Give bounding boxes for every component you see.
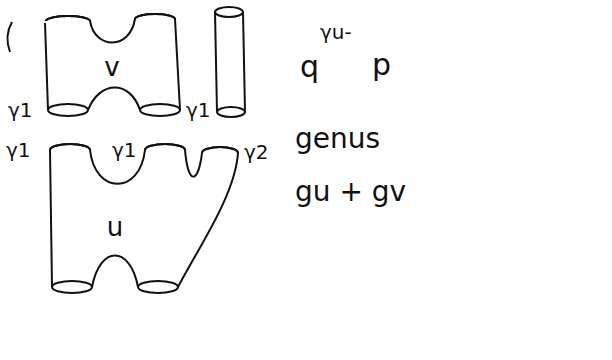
cylinder bbox=[215, 7, 245, 117]
boundary-circle bbox=[46, 14, 180, 110]
surface-outline bbox=[30, 135, 260, 310]
region-label: v bbox=[104, 54, 119, 80]
surface-region: v bbox=[40, 5, 190, 125]
surface-outline bbox=[50, 144, 238, 293]
formula-symbol: p bbox=[372, 50, 391, 80]
formula-text: gu + gv bbox=[295, 178, 406, 206]
note-text: genus bbox=[295, 125, 380, 153]
boundary-label: γ1 bbox=[6, 140, 31, 160]
boundary-label: γ1 bbox=[186, 100, 211, 120]
surface-outline bbox=[45, 14, 180, 116]
boundary-label: γ1 bbox=[112, 140, 137, 160]
formula-exponent: γu- bbox=[320, 22, 352, 42]
boundary-label: γ1 bbox=[8, 100, 33, 120]
circled-number-mark bbox=[7, 22, 12, 52]
formula-symbol: q bbox=[300, 52, 319, 82]
surface-region: u bbox=[30, 135, 260, 310]
boundary-label: γ2 bbox=[244, 142, 269, 162]
boundary-circle bbox=[50, 144, 238, 287]
region-label: u bbox=[107, 214, 123, 240]
